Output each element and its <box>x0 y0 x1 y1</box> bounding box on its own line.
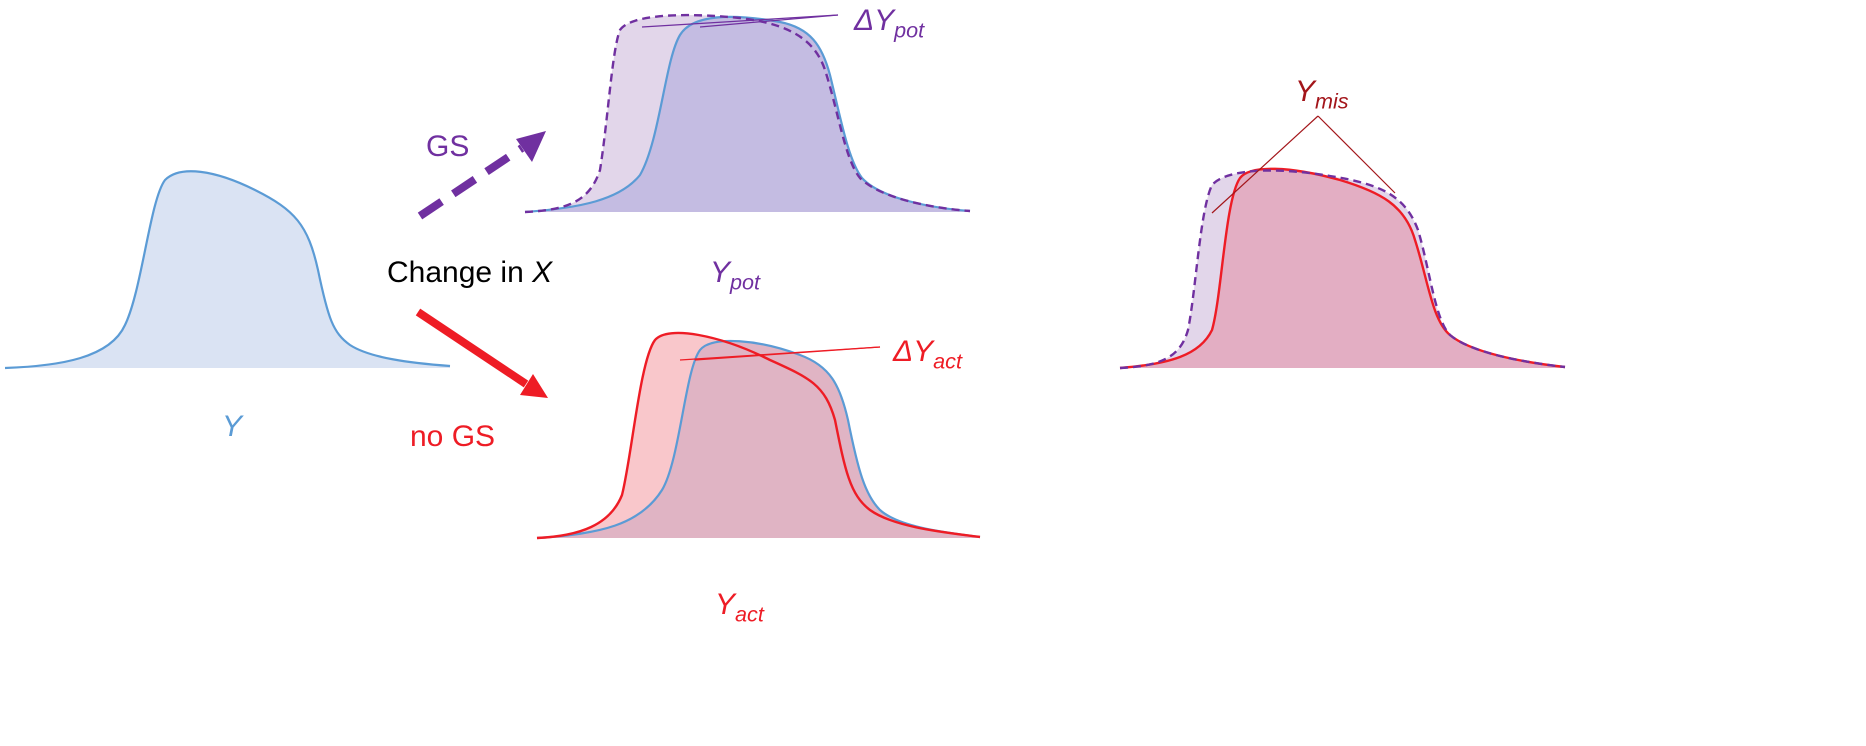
solid-arrow-icon <box>415 308 548 398</box>
mismatch-distribution <box>1119 115 1566 370</box>
original-distribution <box>4 170 451 370</box>
original-label: Y <box>222 412 242 442</box>
gs-label-text: GS <box>426 130 470 163</box>
delta-y-act-label: ΔYact <box>893 337 962 372</box>
y-mis-label: Ymis <box>1295 77 1349 112</box>
delta-y-act-sub: act <box>933 348 962 374</box>
delta-y-pot-sub: pot <box>894 17 925 43</box>
no-gs-label: no GS <box>410 422 495 452</box>
y-pot-label: Ypot <box>710 258 760 293</box>
delta-y-pot-main: ΔY <box>854 4 895 37</box>
change-label-text: Change in <box>387 256 533 289</box>
delta-y-act-main: ΔY <box>893 335 934 368</box>
change-label-var: X <box>532 256 553 289</box>
no-gs-label-text: no GS <box>410 420 496 453</box>
dashed-arrow-icon <box>417 131 546 220</box>
change-label: Change in X <box>387 258 552 288</box>
y-mis-sub: mis <box>1315 88 1349 114</box>
y-pot-sub: pot <box>730 269 761 295</box>
y-mis-main: Y <box>1295 75 1316 108</box>
y-pot-main: Y <box>710 256 731 289</box>
actual-distribution <box>536 331 981 540</box>
y-act-label: Yact <box>715 590 764 625</box>
original-label-text: Y <box>222 410 243 443</box>
y-act-sub: act <box>735 601 764 627</box>
delta-y-pot-label: ΔYpot <box>854 6 924 41</box>
y-act-main: Y <box>715 588 736 621</box>
potential-distribution <box>524 13 971 214</box>
gs-label: GS <box>426 132 469 162</box>
